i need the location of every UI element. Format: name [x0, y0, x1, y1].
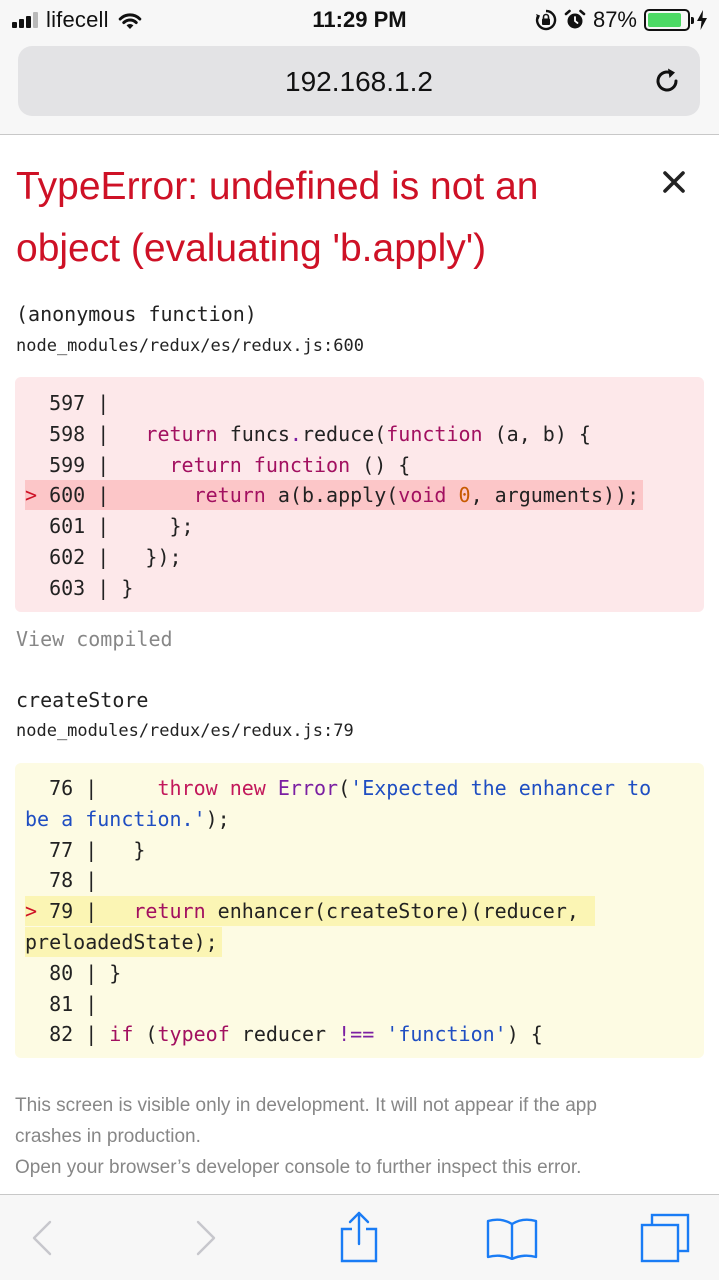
error-title: TypeError: undefined is not an object (e… [16, 156, 636, 280]
chevron-left-icon [32, 1220, 52, 1256]
alarm-icon [564, 9, 586, 29]
code-line: 78 | [25, 868, 110, 892]
chevron-right-icon [196, 1220, 216, 1256]
back-button[interactable] [26, 1215, 58, 1261]
bookmarks-button[interactable] [486, 1215, 538, 1261]
tabs-button[interactable] [640, 1213, 690, 1263]
status-right: 87% [535, 6, 707, 34]
share-icon [340, 1211, 378, 1263]
code-line: 602 | }); [25, 545, 182, 569]
frame-file-path: node_modules/redux/es/redux.js:79 [16, 721, 354, 741]
code-line-highlighted: > 79 | return enhancer(createStore)(redu… [25, 896, 595, 926]
reload-icon[interactable] [652, 66, 682, 96]
status-left: lifecell [12, 6, 143, 34]
error-title-line-1: TypeError: undefined is not an [16, 165, 539, 208]
code-line-highlighted: preloadedState); [25, 927, 222, 957]
status-time: 11:29 PM [312, 7, 407, 32]
book-icon [486, 1218, 538, 1260]
forward-button[interactable] [190, 1215, 222, 1261]
code-line: 601 | }; [25, 514, 194, 538]
error-title-line-2: object (evaluating 'b.apply') [16, 227, 487, 270]
code-line: 599 | return function () { [25, 453, 411, 477]
address-bar[interactable]: 192.168.1.2 [18, 46, 700, 116]
code-line: 77 | } [25, 838, 146, 862]
view-compiled-link[interactable]: View compiled [16, 627, 173, 651]
code-line-highlighted: > 600 | return a(b.apply(void 0, argumen… [25, 480, 644, 510]
share-button[interactable] [338, 1209, 380, 1265]
code-snippet: 597 | 598 | return funcs.reduce(function… [15, 377, 704, 612]
error-overlay: TypeError: undefined is not an object (e… [0, 136, 719, 1194]
frame-function-name: (anonymous function) [16, 302, 257, 326]
code-line: 81 | [25, 992, 110, 1016]
notice-line-2: crashes in production. [15, 1126, 201, 1147]
browser-toolbar [0, 1194, 719, 1280]
battery-percent: 87% [592, 7, 637, 32]
code-line: 597 | [25, 391, 122, 415]
code-line: 82 | if (typeof reducer !== 'function') … [25, 1022, 543, 1046]
frame-file-path: node_modules/redux/es/redux.js:600 [16, 336, 364, 356]
code-line: 598 | return funcs.reduce(function (a, b… [25, 422, 591, 446]
close-icon[interactable] [658, 166, 690, 198]
url-text[interactable]: 192.168.1.2 [285, 66, 433, 97]
charging-icon [697, 10, 707, 30]
notice-line-3: Open your browser’s developer console to… [15, 1157, 582, 1178]
code-snippet: 76 | throw new Error('Expected the enhan… [15, 763, 704, 1058]
browser-address-area: 192.168.1.2 [0, 40, 719, 135]
code-line: 80 | } [25, 961, 122, 985]
tabs-icon [640, 1213, 690, 1263]
code-line: be a function.'); [25, 807, 230, 831]
frame-function-name: createStore [16, 688, 149, 712]
code-line: 76 | throw new Error('Expected the enhan… [25, 776, 652, 800]
orientation-lock-icon [535, 9, 557, 31]
wifi-icon [118, 13, 142, 29]
battery-icon [644, 9, 694, 31]
signal-icon [12, 12, 38, 28]
notice-line-1: This screen is visible only in developme… [15, 1095, 597, 1116]
status-bar: lifecell 11:29 PM 87% [0, 0, 719, 40]
code-line: 603 | } [25, 576, 134, 600]
carrier-name: lifecell [46, 7, 109, 32]
development-notice: This screen is visible only in developme… [15, 1090, 705, 1183]
